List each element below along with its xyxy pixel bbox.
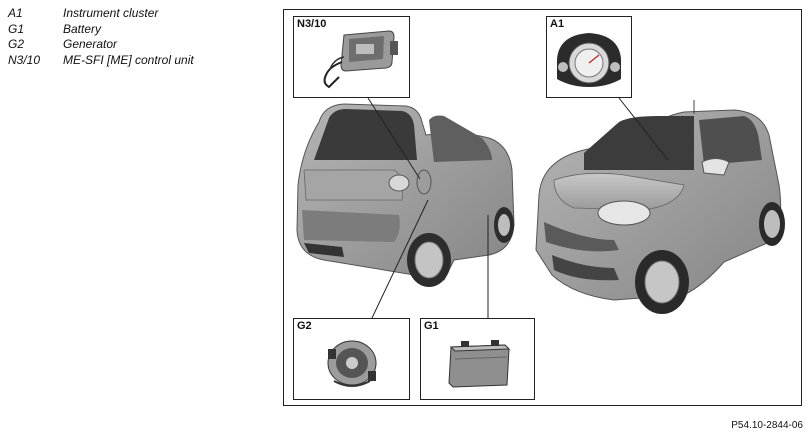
component-legend: A1 Instrument cluster G1 Battery G2 Gene… bbox=[8, 6, 194, 68]
control-unit-icon bbox=[323, 30, 398, 89]
legend-row: N3/10 ME-SFI [ME] control unit bbox=[8, 53, 194, 69]
legend-row: A1 Instrument cluster bbox=[8, 6, 194, 22]
instrument-cluster-icon bbox=[557, 33, 621, 87]
legend-row: G2 Generator bbox=[8, 37, 194, 53]
leader-lines bbox=[367, 97, 669, 319]
callout-label: G1 bbox=[424, 320, 439, 332]
legend-description: ME-SFI [ME] control unit bbox=[63, 52, 194, 67]
illustration-frame: N3/10 A1 G2 bbox=[283, 9, 802, 406]
front-view-car bbox=[535, 100, 785, 314]
legend-description: Instrument cluster bbox=[63, 6, 159, 20]
legend-code: N3/10 bbox=[8, 52, 41, 67]
callout-a1: A1 bbox=[546, 16, 632, 98]
callout-label: A1 bbox=[550, 18, 565, 30]
rear-view-car bbox=[296, 103, 515, 287]
legend-code: G1 bbox=[8, 21, 25, 36]
legend-code: A1 bbox=[8, 6, 23, 20]
callout-g2: G2 bbox=[293, 318, 410, 400]
generator-icon bbox=[327, 340, 377, 387]
callout-label: G2 bbox=[297, 320, 312, 332]
battery-icon bbox=[448, 340, 511, 388]
legend-description: Generator bbox=[63, 37, 118, 51]
callout-g1: G1 bbox=[420, 318, 535, 400]
figure-id: P54.10-2844-06 bbox=[731, 420, 803, 431]
callout-label: N3/10 bbox=[297, 18, 327, 30]
vehicle-illustration bbox=[296, 97, 785, 319]
legend-row: G1 Battery bbox=[8, 22, 194, 38]
legend-description: Battery bbox=[63, 21, 102, 36]
callout-n3-10: N3/10 bbox=[293, 16, 410, 98]
legend-code: G2 bbox=[8, 37, 25, 51]
